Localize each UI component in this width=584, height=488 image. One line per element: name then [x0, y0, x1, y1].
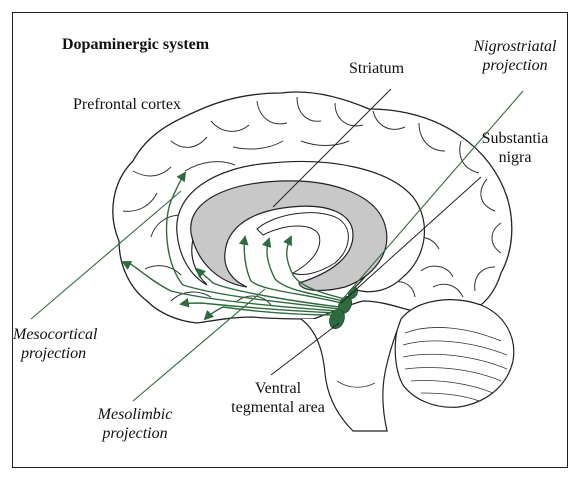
mesolimbic-line1: Mesolimbic	[97, 406, 173, 423]
substantia-nigra-label: Substantia nigra	[473, 129, 557, 167]
mesolimbic-guide	[132, 288, 266, 402]
vta-line1: Ventral	[254, 380, 302, 397]
nigrostriatal-pathway-3	[283, 235, 346, 300]
mesocortical-line2: projection	[21, 345, 87, 362]
diagram-title: Dopaminergic system	[62, 36, 210, 53]
nigrostriatal-pathway-1	[238, 235, 342, 304]
substantia-nigra-line2: nigra	[498, 149, 532, 166]
mesocortical-pathway-1	[165, 171, 340, 310]
striatum	[190, 180, 388, 292]
cerebellum-folia	[402, 327, 508, 402]
substantia-nigra-line1: Substantia	[481, 130, 549, 147]
vta-label: Ventral tegmental area	[223, 379, 333, 417]
mesolimbic-pathway-2	[203, 306, 340, 321]
nigrostriatal-pathway-2	[261, 237, 344, 302]
striatum-label: Striatum	[349, 60, 405, 77]
nigrostriatal-label: Nigrostriatal projection	[465, 37, 565, 75]
mesolimbic-line2: projection	[102, 425, 168, 442]
leader-lines	[270, 88, 482, 376]
cortex-gyri	[122, 96, 502, 306]
prefrontal-cortex-label: Prefrontal cortex	[73, 96, 181, 113]
vta-line2: tegmental area	[231, 399, 325, 416]
substantia-nigra-leader	[340, 176, 482, 304]
cerebellum	[394, 299, 515, 408]
figure-frame: Dopaminergic system Striatum Nigrostriat…	[12, 12, 568, 468]
mesolimbic-label: Mesolimbic projection	[85, 405, 185, 443]
mesocortical-guide	[30, 190, 182, 320]
mesolimbic-pathway-3	[195, 267, 340, 308]
vta-leader	[270, 322, 340, 376]
mesocortical-label: Mesocortical projection	[13, 325, 97, 363]
mesocortical-pathway-2	[121, 261, 340, 312]
projection-guide-lines	[30, 90, 524, 402]
nigrostriatal-line1: Nigrostriatal	[473, 38, 557, 55]
striatum-leader	[272, 88, 392, 208]
nigrostriatal-line2: projection	[482, 57, 548, 74]
brain-diagram	[30, 88, 524, 432]
striatum-inner	[256, 212, 349, 276]
brainstem	[300, 318, 402, 432]
nigrostriatal-guide	[340, 90, 524, 302]
dopamine-pathways	[121, 171, 346, 321]
mesolimbic-pathway-1	[179, 297, 340, 314]
mesocortical-line1: Mesocortical	[13, 326, 98, 343]
